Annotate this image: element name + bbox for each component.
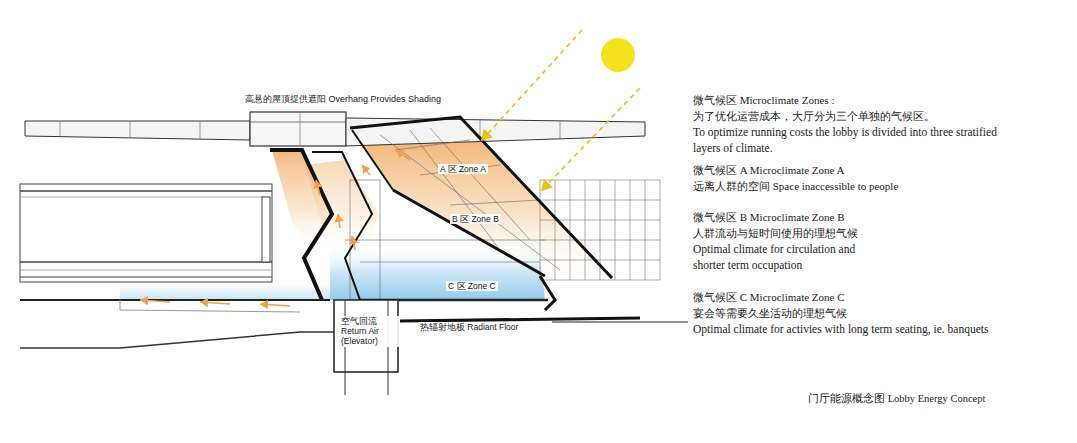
- callout-label: 热辐射地板 Radiant Floor: [418, 322, 520, 332]
- note-heading: 微气候区 B Microclimate Zone B: [693, 210, 845, 225]
- zone-label: B 区 Zone B: [450, 214, 501, 224]
- note-text: 宴会等需要久坐活动的理想气候: [693, 306, 847, 321]
- note-text: Optimal climate for circulation and shor…: [693, 242, 865, 273]
- note-text: Optimal climate for activies with long t…: [693, 322, 988, 338]
- note-text: 人群流动与短时间使用的理想气候: [693, 226, 858, 241]
- note-heading: 微气候区 A Microclimate Zone A: [693, 163, 845, 178]
- note-text: 为了优化运营成本，大厅分为三个单独的气候区。: [693, 109, 935, 124]
- note-heading: 微气候区 C Microclimate Zone C: [693, 290, 845, 305]
- zone-label: C 区 Zone C: [446, 281, 498, 291]
- note-text: To optimize running costs the lobby is d…: [693, 125, 1011, 156]
- zone-label: A 区 Zone A: [438, 164, 488, 174]
- note-heading: 微气候区 Microclimate Zones :: [693, 93, 834, 108]
- caption: 门厅能源概念图 Lobby Energy Concept: [808, 392, 985, 406]
- callout-label: 空气回流 Return Air (Elevator): [339, 316, 399, 347]
- note-text: 远离人群的空间 Space inaccessible to people: [693, 179, 898, 194]
- callout-label: 高悬的屋顶提供遮阳 Overhang Provides Shading: [243, 94, 443, 105]
